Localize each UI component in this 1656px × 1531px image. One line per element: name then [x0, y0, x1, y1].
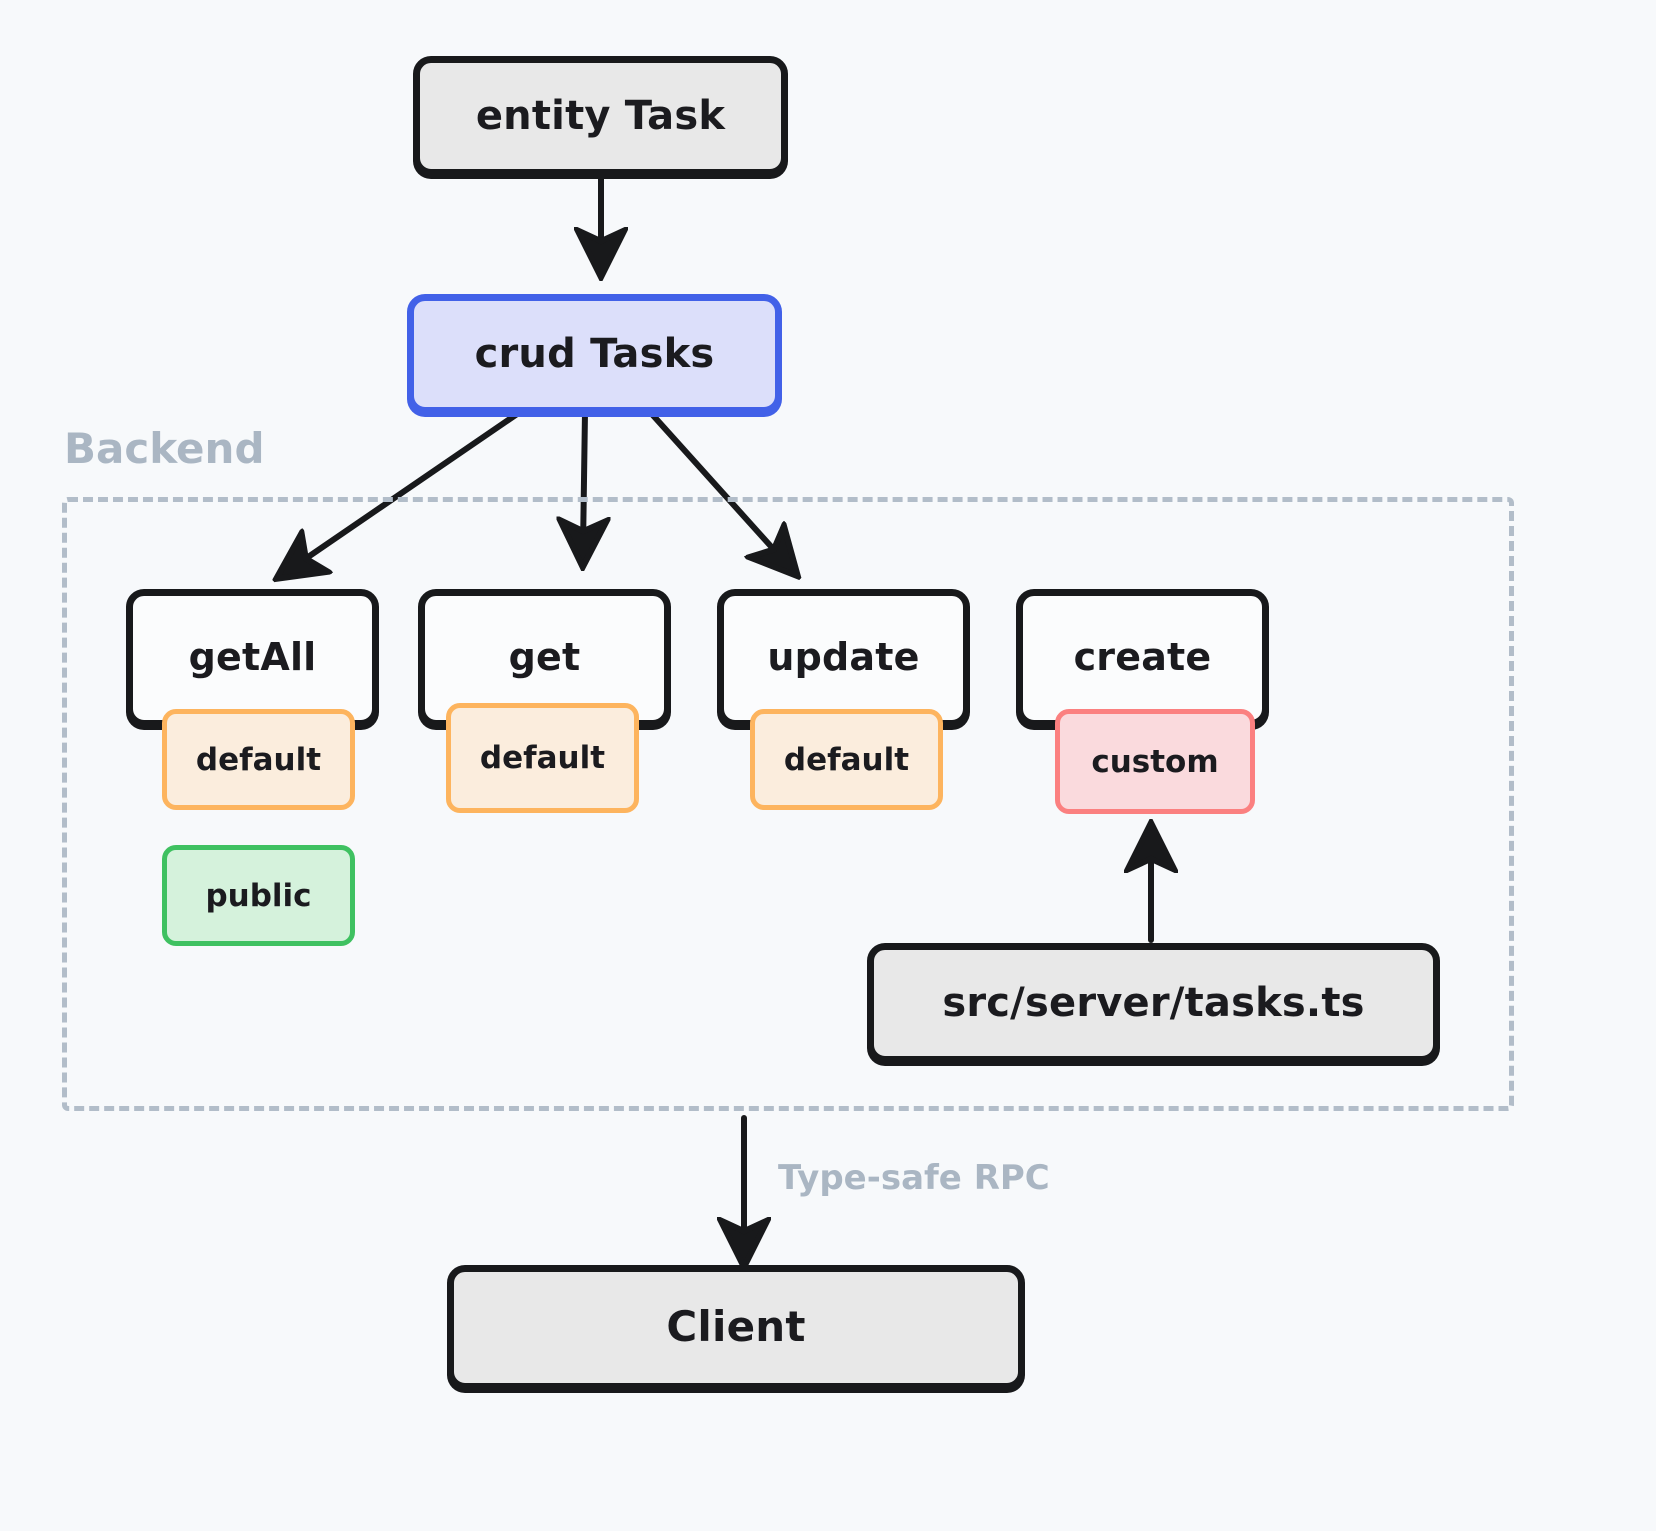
tag-update-default-label: default [783, 741, 910, 778]
node-method-create-label: create [1073, 635, 1212, 680]
backend-group [62, 497, 1514, 1111]
tag-get-default-label: default [479, 740, 606, 776]
node-entity-task[interactable]: entity Task [413, 56, 788, 176]
node-crud-tasks[interactable]: crud Tasks [407, 294, 782, 414]
node-source-file[interactable]: src/server/tasks.ts [867, 943, 1440, 1063]
node-client-label: Client [666, 1302, 806, 1352]
node-method-getall[interactable]: getAll [126, 589, 379, 727]
tag-update-default[interactable]: default [750, 709, 943, 810]
tag-create-custom-label: custom [1091, 743, 1219, 780]
node-method-getall-label: getAll [188, 635, 317, 680]
tag-getall-default[interactable]: default [162, 709, 355, 810]
node-entity-task-label: entity Task [475, 93, 726, 139]
node-crud-tasks-label: crud Tasks [474, 331, 715, 377]
tag-get-default[interactable]: default [446, 703, 639, 813]
tag-getall-public-label: public [205, 877, 312, 914]
tag-create-custom[interactable]: custom [1055, 709, 1255, 814]
tag-getall-default-label: default [195, 741, 322, 778]
backend-group-label: Backend [64, 424, 265, 473]
node-method-get-label: get [508, 635, 581, 680]
node-method-create[interactable]: create [1016, 589, 1269, 727]
node-method-update-label: update [767, 635, 920, 680]
tag-getall-public[interactable]: public [162, 845, 355, 946]
node-client[interactable]: Client [447, 1265, 1025, 1390]
node-method-update[interactable]: update [717, 589, 970, 727]
edge-label-type-safe-rpc: Type-safe RPC [778, 1158, 1050, 1198]
node-source-file-label: src/server/tasks.ts [942, 980, 1365, 1026]
